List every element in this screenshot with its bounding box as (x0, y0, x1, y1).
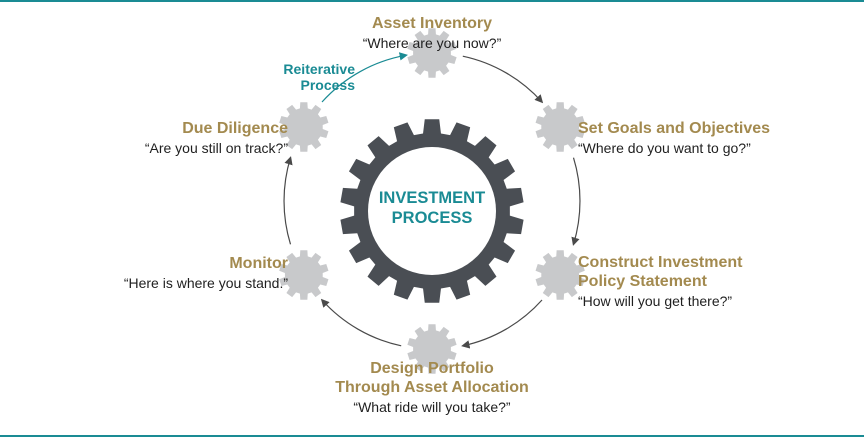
step-quote: “What ride will you take?” (353, 399, 511, 415)
reiterative-line2: Process (300, 77, 355, 93)
step-title-line2: Policy Statement (578, 273, 707, 290)
step-title: Monitor (229, 255, 288, 272)
gear-due-diligence-icon (279, 102, 329, 152)
bottom-divider (0, 435, 864, 437)
top-divider (0, 0, 864, 2)
gear-design-portfolio-icon (407, 324, 457, 374)
step-title: Asset Inventory (371, 15, 493, 32)
center-label-line2: PROCESS (391, 209, 473, 227)
arrow-goals-to-ips (571, 157, 581, 246)
step-design-portfolio: Design Portfolio Through Asset Allocatio… (302, 359, 562, 417)
step-monitor: Monitor “Here is where you stand.” (88, 254, 288, 293)
arrow-portfolio-to-monitor (320, 298, 402, 347)
gear-set-goals-icon (535, 102, 585, 152)
arrow-monitor-to-diligence (283, 156, 293, 245)
arrow-ips-to-portfolio (461, 299, 543, 349)
step-quote: “Are you still on track?” (144, 140, 288, 156)
step-quote: “Here is where you stand.” (123, 275, 288, 291)
central-gear-hub (368, 147, 496, 275)
step-title-line1: Construct Investment (578, 254, 743, 271)
step-construct-ips: Construct Investment Policy Statement “H… (578, 253, 818, 311)
step-set-goals: Set Goals and Objectives “Where do you w… (578, 119, 818, 158)
arrow-inventory-to-goals (462, 55, 544, 104)
gear-monitor-icon (279, 250, 329, 300)
step-title-line1: Design Portfolio (370, 360, 494, 377)
step-due-diligence: Due Diligence “Are you still on track?” (88, 119, 288, 158)
arrow-diligence-to-inventory (321, 52, 408, 103)
reiterative-line1: Reiterative (283, 61, 355, 77)
step-title-line2: Through Asset Allocation (335, 379, 529, 396)
gear-construct-ips-icon (535, 250, 585, 300)
center-label-line1: INVESTMENT (378, 189, 486, 207)
step-title: Due Diligence (182, 120, 288, 137)
center-label: INVESTMENT PROCESS (352, 188, 512, 228)
step-title: Set Goals and Objectives (578, 120, 771, 137)
step-quote: “Where do you want to go?” (578, 140, 751, 156)
reiterative-process-label: Reiterative Process (250, 61, 355, 93)
step-asset-inventory: Asset Inventory “Where are you now?” (332, 14, 532, 53)
step-quote: “How will you get there?” (578, 293, 733, 309)
gear-asset-inventory-icon (407, 28, 457, 78)
step-quote: “Where are you now?” (362, 35, 502, 51)
